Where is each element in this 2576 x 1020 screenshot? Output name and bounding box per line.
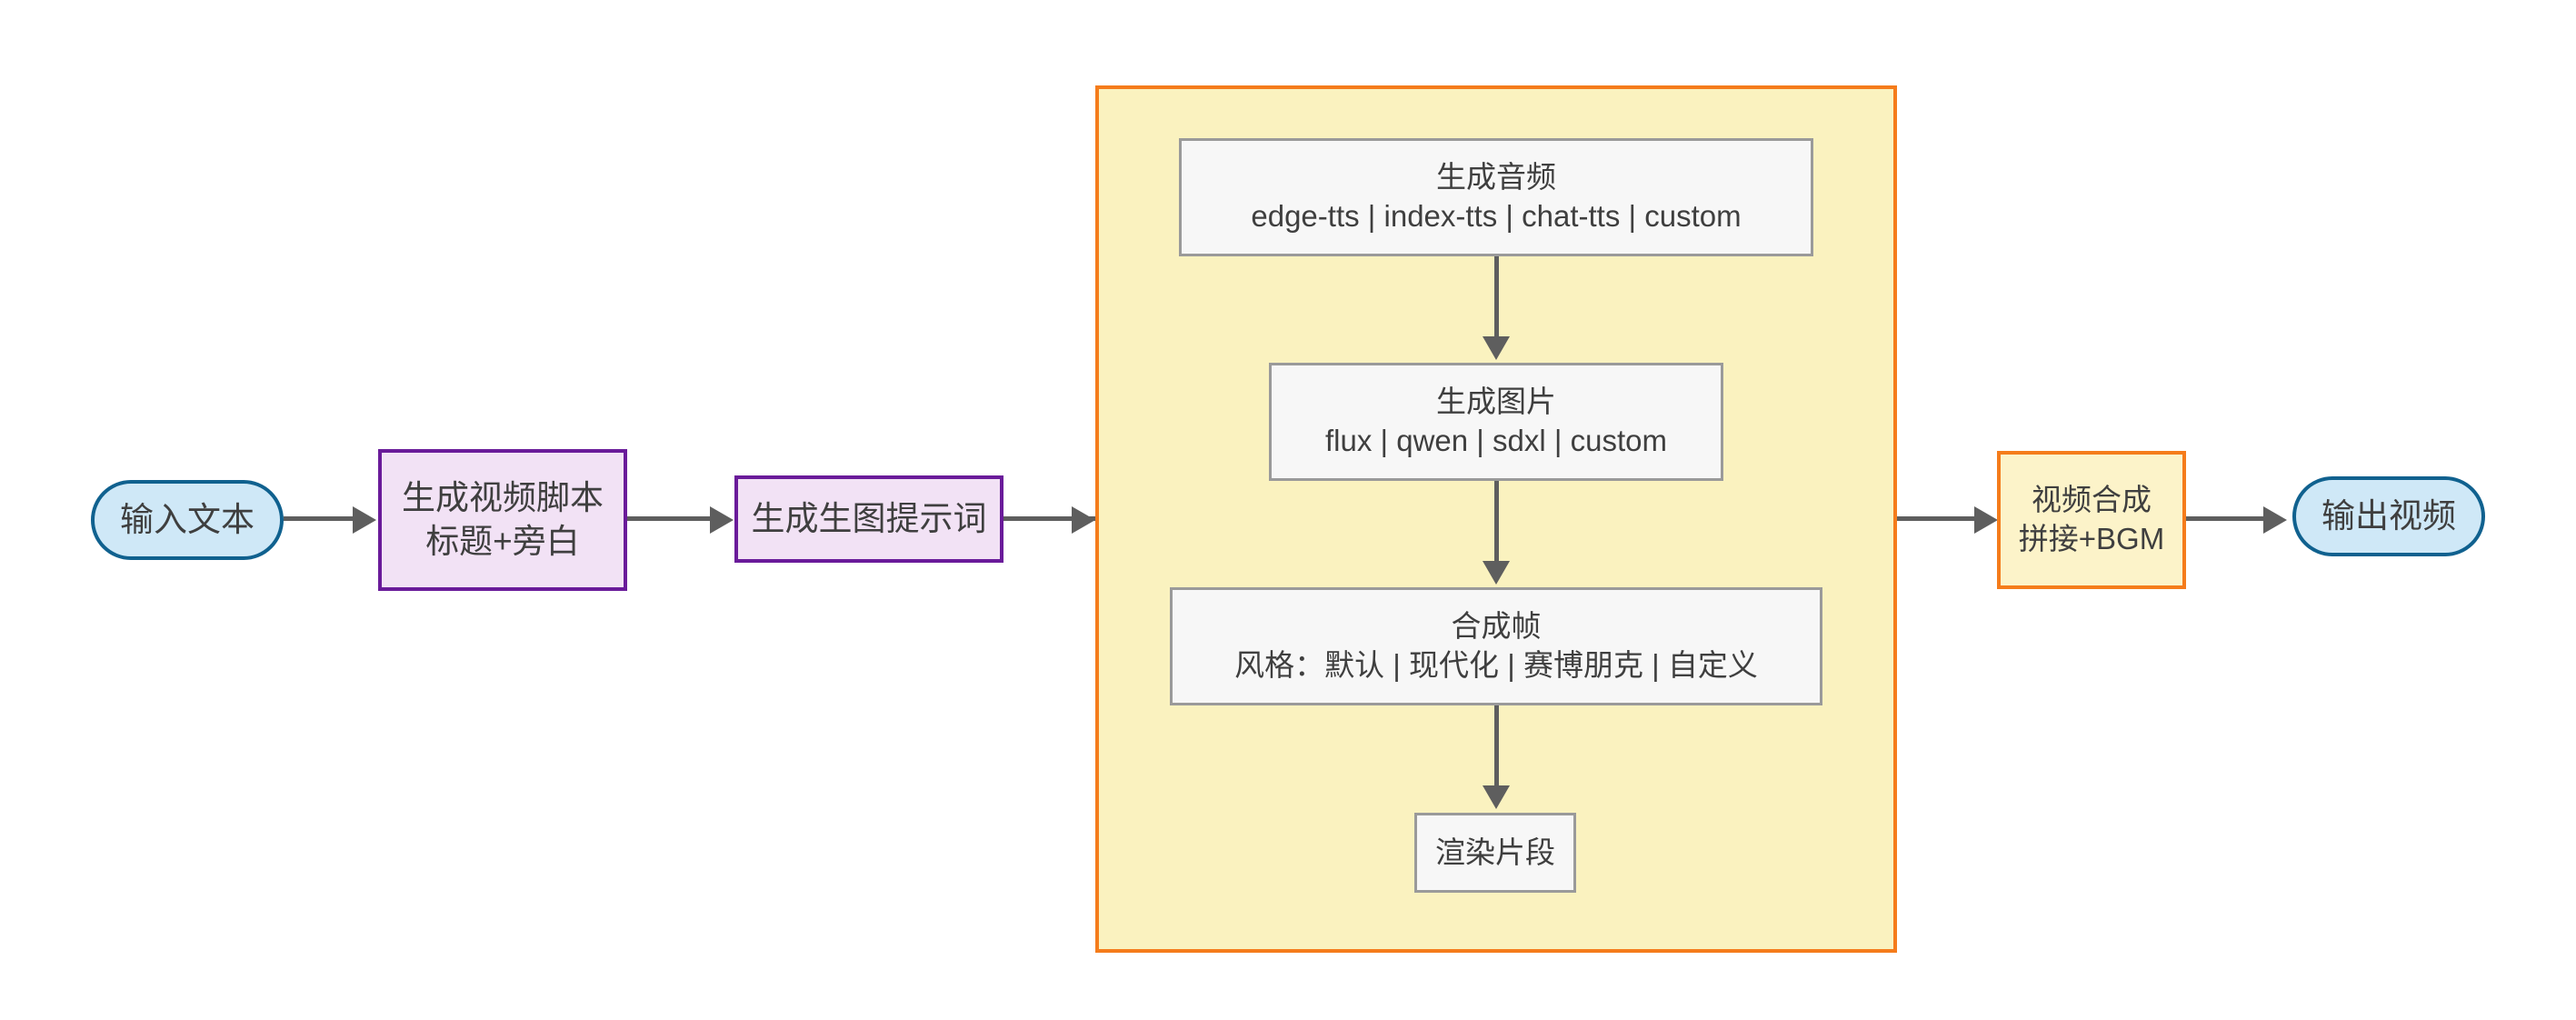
node-render-clip[interactable]: 渲染片段 — [1414, 813, 1576, 893]
node-video-compose-line1: 视频合成 — [2032, 483, 2152, 517]
arrowhead-script-to-prompt — [710, 506, 734, 534]
node-input-text-label: 输入文本 — [120, 500, 255, 538]
node-generate-script-line1: 生成视频脚本 — [402, 478, 604, 516]
edge-compose-to-output — [2186, 516, 2268, 521]
arrowhead-audio-to-image — [1483, 336, 1510, 360]
node-render-clip-label: 渲染片段 — [1435, 835, 1555, 869]
edge-prompt-to-pipeline — [1003, 516, 1103, 521]
node-generate-image[interactable]: 生成图片 flux | qwen | sdxl | custom — [1269, 363, 1723, 481]
arrowhead-image-to-frame — [1483, 561, 1510, 585]
node-generate-image-options: flux | qwen | sdxl | custom — [1324, 424, 1668, 457]
arrowhead-pipeline-to-compose — [1974, 506, 1998, 534]
node-video-compose[interactable]: 视频合成 拼接+BGM — [1997, 451, 2186, 589]
node-compose-frame-options: 风格：默认 | 现代化 | 赛博朋克 | 自定义 — [1234, 648, 1758, 682]
node-output-video-label: 输出视频 — [2321, 496, 2456, 535]
node-generate-image-prompt[interactable]: 生成生图提示词 — [734, 475, 1003, 563]
node-video-compose-line2: 拼接+BGM — [2018, 522, 2165, 555]
node-output-video[interactable]: 输出视频 — [2292, 476, 2485, 556]
arrowhead-prompt-to-pipeline — [1072, 506, 1095, 534]
node-generate-audio-title: 生成音频 — [1436, 160, 1556, 195]
node-generate-image-title: 生成图片 — [1436, 385, 1556, 419]
node-generate-audio[interactable]: 生成音频 edge-tts | index-tts | chat-tts | c… — [1179, 138, 1813, 256]
arrowhead-compose-to-output — [2263, 506, 2287, 534]
node-generate-image-prompt-label: 生成生图提示词 — [751, 499, 987, 537]
node-compose-frame[interactable]: 合成帧 风格：默认 | 现代化 | 赛博朋克 | 自定义 — [1170, 587, 1822, 705]
arrowhead-input-to-script — [353, 506, 376, 534]
edge-pipeline-to-compose — [1897, 516, 1979, 521]
edge-script-to-prompt — [627, 516, 714, 521]
edge-input-to-script — [284, 516, 356, 521]
edge-audio-to-image — [1494, 256, 1499, 340]
arrowhead-frame-to-render — [1483, 785, 1510, 809]
node-generate-audio-options: edge-tts | index-tts | chat-tts | custom — [1251, 199, 1742, 233]
node-compose-frame-title: 合成帧 — [1451, 609, 1542, 644]
node-generate-script[interactable]: 生成视频脚本 标题+旁白 — [378, 449, 627, 591]
node-generate-script-line2: 标题+旁白 — [425, 523, 580, 560]
edge-image-to-frame — [1494, 481, 1499, 565]
node-input-text[interactable]: 输入文本 — [91, 480, 284, 560]
edge-frame-to-render — [1494, 705, 1499, 789]
